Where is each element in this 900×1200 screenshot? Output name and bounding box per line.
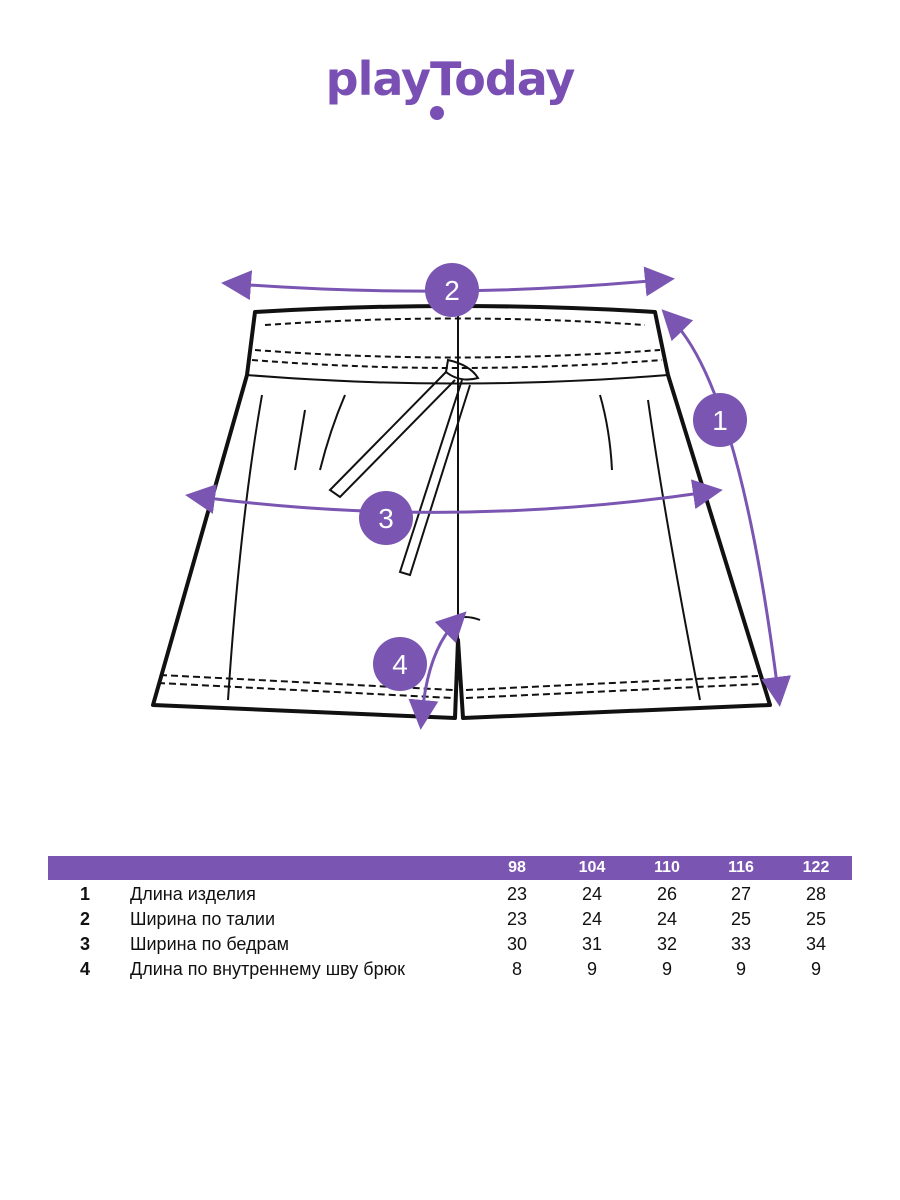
size-table: 98 104 110 116 122 1 Длина изделия 23 24…	[48, 856, 852, 980]
svg-text:2: 2	[444, 275, 460, 306]
cell-value: 34	[805, 934, 827, 954]
arrow-inseam	[408, 611, 467, 730]
row-number: 3	[80, 934, 91, 954]
cell-value: 25	[730, 909, 752, 929]
size-col-122: 122	[802, 859, 830, 876]
cell-value: 28	[805, 884, 827, 904]
cell-value: 24	[581, 909, 603, 929]
size-col-104: 104	[578, 859, 606, 876]
cell-value: 26	[656, 884, 678, 904]
badge-1: 1	[693, 393, 747, 447]
badge-2: 2	[425, 263, 479, 317]
size-col-98: 98	[508, 859, 526, 876]
table-row: 2 Ширина по талии 23 24 24 25 25	[48, 905, 852, 930]
logo-dot	[430, 106, 444, 120]
cell-value: 32	[656, 934, 678, 954]
cell-value: 27	[730, 884, 752, 904]
cell-value: 23	[506, 884, 528, 904]
cell-value: 31	[581, 934, 603, 954]
cell-value: 23	[506, 909, 528, 929]
cell-value: 8	[511, 959, 522, 979]
row-label: Длина изделия	[130, 884, 256, 904]
row-number: 1	[80, 884, 91, 904]
cell-value: 30	[506, 934, 528, 954]
svg-text:1: 1	[712, 405, 728, 436]
row-number: 2	[80, 909, 91, 929]
cell-value: 25	[805, 909, 827, 929]
badge-3: 3	[359, 491, 413, 545]
size-table-header: 98 104 110 116 122	[48, 856, 852, 880]
cell-value: 24	[581, 884, 603, 904]
brand-logo: playToday	[325, 52, 576, 106]
row-number: 4	[80, 959, 91, 979]
row-label: Ширина по талии	[130, 909, 275, 929]
svg-text:4: 4	[392, 649, 408, 680]
arrow-length	[661, 309, 792, 707]
table-row: 3 Ширина по бедрам 30 31 32 33 34	[48, 930, 852, 955]
shorts-outline	[151, 304, 772, 720]
cell-value: 24	[656, 909, 678, 929]
badge-4: 4	[373, 637, 427, 691]
table-row: 1 Длина изделия 23 24 26 27 28	[48, 880, 852, 905]
size-col-110: 110	[654, 859, 680, 876]
row-label: Длина по внутреннему шву брюк	[130, 959, 406, 979]
cell-value: 9	[810, 959, 821, 979]
table-row: 4 Длина по внутреннему шву брюк 8 9 9 9 …	[48, 955, 852, 980]
cell-value: 9	[661, 959, 672, 979]
size-col-116: 116	[728, 859, 754, 876]
arrow-hip	[185, 479, 723, 514]
svg-text:3: 3	[378, 503, 394, 534]
cell-value: 9	[586, 959, 597, 979]
cell-value: 33	[730, 934, 752, 954]
shorts-sketch: 1 2 3 4	[151, 263, 792, 730]
cell-value: 9	[735, 959, 746, 979]
row-label: Ширина по бедрам	[130, 934, 289, 954]
